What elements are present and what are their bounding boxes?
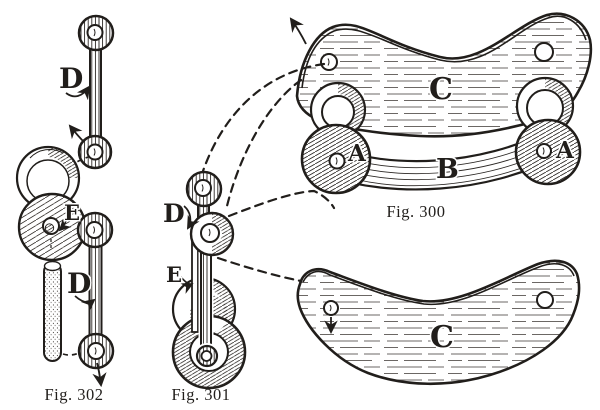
lower-link-d xyxy=(76,211,115,370)
fig-302-caption: Fig. 302 xyxy=(44,385,103,404)
round-rod xyxy=(43,260,62,362)
plate-hole xyxy=(534,42,554,62)
fig-302: D E D Fig. 302 xyxy=(15,14,115,404)
label-c: C xyxy=(429,72,453,107)
label-d-upper: D xyxy=(59,62,83,95)
shaft-pin xyxy=(44,223,55,233)
label-b: B xyxy=(436,154,459,185)
label-pointer-arrow xyxy=(74,295,96,313)
label-d-lower: D xyxy=(67,267,91,300)
tie-joint-to-disc-a xyxy=(227,189,336,218)
fig-301: D E Fig. 301 xyxy=(162,170,247,404)
motion-arrow xyxy=(68,124,85,143)
motion-arrow xyxy=(289,17,307,45)
tie-link-to-lower-plate xyxy=(216,256,303,283)
motion-arrow xyxy=(92,362,107,388)
projection-ties xyxy=(201,62,336,283)
plate-edge-line xyxy=(301,15,587,89)
disc-a-right xyxy=(514,118,582,186)
fig-301-caption: Fig. 301 xyxy=(171,385,230,404)
thin-link-bar xyxy=(191,239,199,333)
fig-300-lower-plate: C xyxy=(296,259,581,386)
pivot-hole xyxy=(200,350,213,362)
tie-edge-to-middle-joint xyxy=(225,78,303,208)
disc-a-left xyxy=(300,123,372,195)
label-c-lower: C xyxy=(430,320,454,355)
label-d: D xyxy=(163,199,185,228)
label-pointer-arrow xyxy=(65,85,91,101)
upper-link-d xyxy=(77,14,115,170)
plate-edge-line xyxy=(302,263,575,306)
plate-hole xyxy=(536,291,554,309)
label-a-left: A xyxy=(347,140,367,167)
long-link-d xyxy=(194,241,220,369)
tie-hole-to-top-eye xyxy=(201,62,326,173)
fig-300-caption: Fig. 300 xyxy=(386,202,445,221)
middle-joint xyxy=(189,211,235,257)
label-a-right: A xyxy=(555,137,575,164)
hub-right xyxy=(515,76,575,136)
label-pointer-arrow xyxy=(58,218,72,232)
label-pointer-arrow xyxy=(183,205,200,230)
hub-left xyxy=(309,81,367,139)
fig-300: C B A A Fig. 300 xyxy=(289,12,593,221)
label-pointer-arrow xyxy=(180,276,194,294)
eccentric-disc-e xyxy=(15,145,87,262)
label-e: E xyxy=(64,200,80,225)
label-e: E xyxy=(166,262,182,287)
kidney-plate-c-lower xyxy=(296,259,581,386)
